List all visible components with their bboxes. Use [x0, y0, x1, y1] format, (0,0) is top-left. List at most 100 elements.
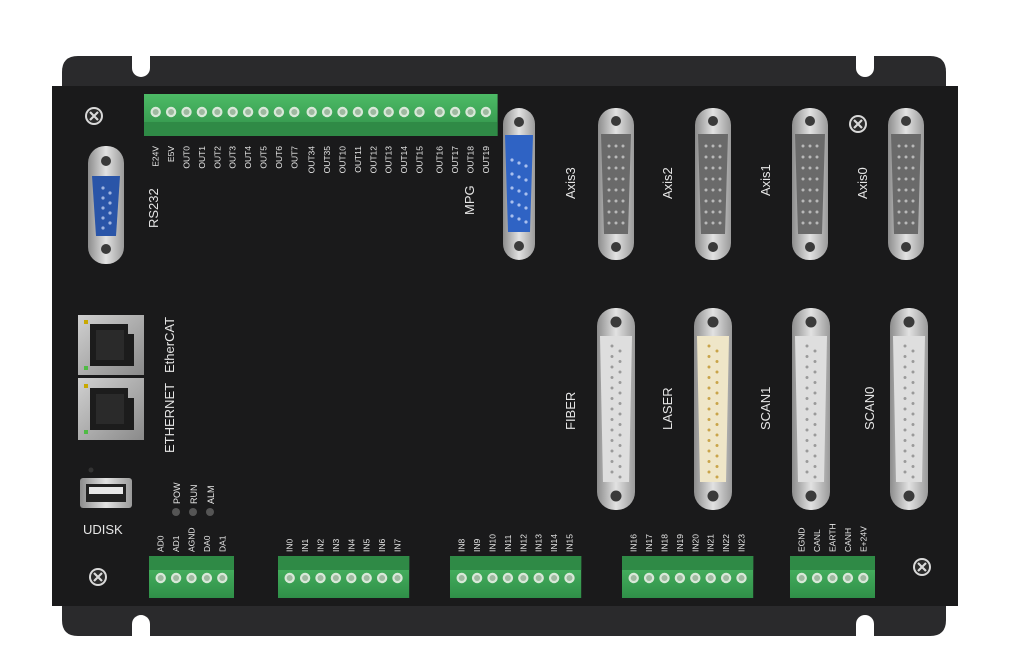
terminal-pin-label: EARTH [828, 523, 838, 552]
terminal-pin-label: IN19 [675, 534, 685, 552]
terminal-pin-label: DA1 [217, 535, 227, 552]
mounting-slot-top-right [856, 56, 874, 77]
terminal-pin-label: IN9 [472, 539, 482, 553]
terminal-pin-label: E5V [166, 146, 176, 162]
terminal-pin-label: IN22 [721, 534, 731, 552]
rs232-label: RS232 [146, 188, 161, 228]
scan0-label: SCAN0 [862, 387, 877, 430]
mounting-slot-bottom-left [132, 615, 150, 636]
terminal-pin-label: IN17 [644, 534, 654, 552]
terminal-pin-label: OUT34 [307, 146, 317, 174]
terminal-pin-label: OUT5 [259, 146, 269, 169]
terminal-pin-label: OUT14 [399, 146, 409, 174]
terminal-pin-label: OUT1 [197, 146, 207, 169]
ethercat-label: EtherCAT [162, 317, 177, 373]
terminal-pin-label: OUT3 [228, 146, 238, 169]
axis0-connector[interactable] [792, 108, 828, 260]
terminal-pin-label: AD1 [171, 535, 181, 552]
terminal-pin-label: IN0 [285, 539, 295, 553]
mpg-label: MPG [462, 185, 477, 215]
terminal-pin-label: IN3 [331, 539, 341, 553]
terminal-pin-label: IN11 [503, 534, 513, 552]
led-alm-label: ALM [206, 485, 216, 504]
mounting-slot-bottom-right [856, 615, 874, 636]
terminal-pin-label: OUT11 [353, 146, 363, 173]
axis3-label: Axis3 [563, 167, 578, 199]
rs232-connector[interactable] [88, 146, 124, 264]
axis1-connector[interactable] [695, 108, 731, 260]
terminal-pin-label: IN14 [549, 534, 559, 552]
terminal-pin-label: OUT18 [466, 146, 476, 174]
terminal-pin-label: AGND [187, 527, 197, 552]
terminal-pin-label: OUT35 [322, 146, 332, 174]
led-pow [172, 508, 180, 516]
terminal-block-outputs-0-7[interactable] [144, 94, 306, 136]
terminal-pin-label: E24V [151, 146, 161, 167]
fiber-label: FIBER [563, 392, 578, 430]
terminal-block-inputs-8-15[interactable] [450, 556, 582, 598]
terminal-block-outputs-10-15[interactable] [300, 94, 432, 136]
terminal-pin-label: IN2 [316, 539, 326, 553]
terminal-pin-label: OUT10 [338, 146, 348, 174]
screw-icon [911, 556, 933, 578]
terminal-block-inputs-0-7[interactable] [278, 556, 410, 598]
scan1-label: SCAN1 [758, 387, 773, 430]
laser-label: LASER [660, 387, 675, 430]
status-leds [172, 508, 214, 516]
terminal-pin-label: OUT4 [243, 146, 253, 169]
terminal-pin-label: CANH [843, 528, 853, 552]
terminal-block-mpg[interactable] [428, 94, 498, 136]
terminal-pin-label: IN4 [346, 539, 356, 553]
led-pow-label: POW [172, 482, 182, 504]
mounting-slot-top-left [132, 56, 150, 77]
terminal-pin-label: IN18 [660, 534, 670, 552]
terminal-pin-label: IN16 [629, 534, 639, 552]
terminal-block-analog[interactable] [149, 556, 234, 598]
terminal-pin-label: OUT16 [435, 146, 445, 174]
usb-port[interactable] [80, 467, 132, 509]
terminal-pin-label: AD0 [156, 535, 166, 552]
terminal-pin-label: OUT7 [289, 146, 299, 169]
terminal-block-can[interactable] [790, 556, 875, 598]
ethernet-label: ETHERNET [162, 383, 177, 453]
terminal-pin-label: OUT6 [274, 146, 284, 169]
scan0-connector[interactable] [890, 308, 928, 510]
terminal-pin-label: IN8 [457, 539, 467, 553]
terminal-pin-label: OUT13 [384, 146, 394, 174]
terminal-pin-label: DA0 [202, 535, 212, 552]
terminal-pin-label: IN5 [362, 539, 372, 553]
screw-icon [87, 566, 109, 588]
axis2-connector[interactable] [598, 108, 634, 260]
terminal-pin-label: IN20 [690, 534, 700, 552]
terminal-pin-label: OUT0 [182, 146, 192, 169]
terminal-pin-label: OUT2 [212, 146, 222, 169]
axis1-label: Axis1 [758, 164, 773, 196]
terminal-pin-label: CANL [812, 529, 822, 552]
terminal-pin-label: IN6 [377, 539, 387, 553]
axis3-connector[interactable] [503, 108, 535, 260]
ethernet-port[interactable] [78, 378, 144, 440]
terminal-pin-label: IN21 [706, 534, 716, 552]
terminal-pin-label: EGND [797, 527, 807, 552]
terminal-pin-label: IN10 [488, 534, 498, 552]
terminal-pin-label: IN7 [393, 539, 403, 553]
laser-connector[interactable] [694, 308, 732, 510]
terminal-pin-label: IN13 [534, 534, 544, 552]
terminal-pin-label: IN15 [565, 534, 575, 552]
terminal-pin-label: IN1 [300, 539, 310, 553]
led-alm [206, 508, 214, 516]
screw-icon [847, 113, 869, 135]
terminal-pin-label: OUT15 [415, 146, 425, 174]
axis2-label: Axis2 [660, 167, 675, 199]
terminal-block-inputs-16-23[interactable] [622, 556, 754, 598]
axis0-label: Axis0 [855, 167, 870, 199]
terminal-pin-label: IN23 [737, 534, 747, 552]
screw-icon [83, 105, 105, 127]
scan1-connector[interactable] [792, 308, 830, 510]
axis0-connector[interactable] [888, 108, 924, 260]
ethercat-port[interactable] [78, 315, 144, 375]
terminal-pin-label: OUT17 [450, 146, 460, 174]
udisk-label: UDISK [83, 522, 123, 537]
fiber-connector[interactable] [597, 308, 635, 510]
